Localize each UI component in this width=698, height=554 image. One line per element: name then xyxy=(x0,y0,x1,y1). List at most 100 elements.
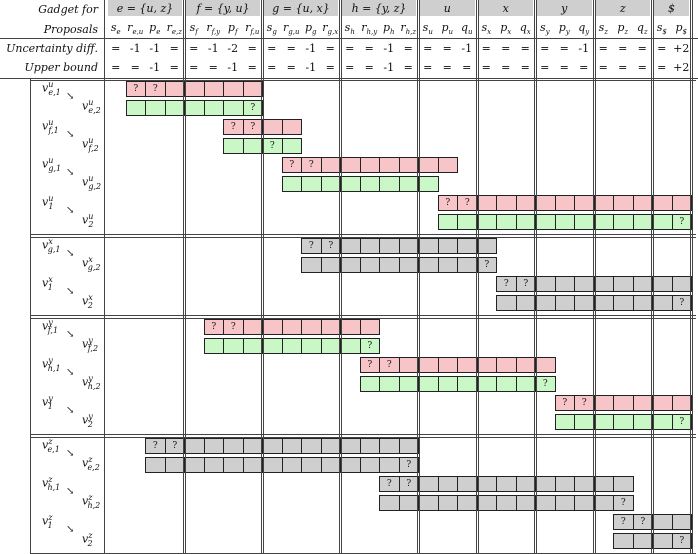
bar-bottom-cell xyxy=(496,214,517,230)
bar-bottom-cell xyxy=(125,100,146,116)
proposal-token: pf xyxy=(223,21,243,36)
bar-top-cell xyxy=(379,238,400,254)
bar-top-cell xyxy=(535,357,556,373)
bar-top-cell xyxy=(398,357,419,373)
group-header-band xyxy=(420,0,475,16)
bar-bottom-cell xyxy=(457,257,478,273)
bar-bottom-cell xyxy=(593,414,614,430)
bar-bottom-cell xyxy=(632,295,653,311)
group-divider xyxy=(417,0,418,553)
bar-top-cell: ? xyxy=(457,195,478,211)
proposal-letter: s xyxy=(539,21,546,34)
proposal-letter: q xyxy=(460,21,469,34)
bar-top-cell xyxy=(535,195,556,211)
bar-top-cell xyxy=(340,157,361,173)
upper-bound-value: = xyxy=(189,61,199,74)
bar-bottom-cell xyxy=(379,495,400,511)
vertex-label-top: vze,1 xyxy=(42,437,60,454)
uncertainty-value: = xyxy=(540,42,550,55)
bar-bottom-cell xyxy=(398,495,419,511)
section-border xyxy=(30,237,696,238)
vertex-sub: 1 xyxy=(47,282,53,292)
bar-top-cell xyxy=(574,476,595,492)
proposal-token: p$ xyxy=(672,21,692,36)
arrow-icon: ↘ xyxy=(66,367,75,378)
bar-bottom-cell xyxy=(281,457,302,473)
proposal-letter: s xyxy=(266,21,273,34)
proposal-letter: s xyxy=(189,21,196,34)
vertex-sup: u xyxy=(48,194,54,203)
upper-bound-value: = xyxy=(208,61,218,74)
uncertainty-value: -1 xyxy=(305,42,317,55)
proposal-subscript: h,y xyxy=(366,28,378,37)
bar-top-cell xyxy=(398,438,419,454)
group-header-band xyxy=(654,0,689,16)
bar-bottom-cell xyxy=(613,214,634,230)
bar-top-cell xyxy=(496,476,517,492)
uncertainty-value: = xyxy=(364,42,374,55)
vertex-sup: y xyxy=(88,336,93,345)
bar-bottom-cell xyxy=(164,100,185,116)
proposal-token: pe xyxy=(145,21,165,36)
upper-bound-value: = xyxy=(111,61,121,74)
vertex-sub: e,1 xyxy=(48,87,61,97)
upper-bound-value: -1 xyxy=(383,61,395,74)
bar-top-cell xyxy=(593,276,614,292)
upper-bound-value: = xyxy=(345,61,355,74)
uncertainty-value: = xyxy=(111,42,121,55)
vertex-sub: 2 xyxy=(87,300,93,310)
bar-bottom-cell xyxy=(359,176,380,192)
bar-bottom-cell xyxy=(476,214,497,230)
proposal-letter: s xyxy=(656,21,663,34)
vertex-base: v xyxy=(82,213,89,227)
proposal-letter: r xyxy=(283,21,289,34)
proposal-subscript: y xyxy=(565,28,570,37)
vertex-base: v xyxy=(42,395,49,409)
proposal-token: rh,y xyxy=(360,21,380,36)
vertex-sup: y xyxy=(88,412,93,421)
vertex-label-bottom: vyf,2 xyxy=(82,336,98,353)
bar-bottom-cell xyxy=(398,376,419,392)
bar-top-cell xyxy=(671,195,692,211)
bar-top-cell xyxy=(242,81,263,97)
vertex-base: v xyxy=(82,456,89,470)
uncertainty-value: = xyxy=(657,42,667,55)
vertex-base: v xyxy=(82,137,89,151)
vertex-sub: 1 xyxy=(47,401,53,411)
bar-bottom-cell xyxy=(554,295,575,311)
bar-top-cell xyxy=(340,238,361,254)
bar-top-cell xyxy=(613,395,634,411)
proposal-token: sf xyxy=(184,21,204,36)
group-header-label: y xyxy=(561,2,568,15)
bar-bottom-cell xyxy=(379,376,400,392)
bar-bottom-cell xyxy=(164,457,185,473)
bar-top-cell xyxy=(496,357,517,373)
upper-bound-value: = xyxy=(579,61,589,74)
proposal-letter: p xyxy=(500,21,508,34)
uncertainty-value: = xyxy=(345,42,355,55)
vertex-sub: g,2 xyxy=(87,262,101,272)
group-divider xyxy=(653,0,654,553)
bar-bottom-cell xyxy=(203,457,224,473)
bar-top-cell xyxy=(437,238,458,254)
bar-bottom-cell xyxy=(632,533,653,549)
bar-top-cell xyxy=(242,319,263,335)
bar-bottom-cell xyxy=(613,533,634,549)
bar-top-cell xyxy=(652,195,673,211)
bar-top-cell xyxy=(164,81,185,97)
bar-top-cell xyxy=(574,276,595,292)
bar-top-cell xyxy=(262,119,283,135)
vertex-label-bottom: vze,2 xyxy=(82,455,100,472)
bar-bottom-cell xyxy=(242,338,263,354)
bar-bottom-cell xyxy=(496,376,517,392)
vertex-sub: g,1 xyxy=(48,163,62,173)
vertex-base: v xyxy=(42,438,49,452)
proposal-subscript: z xyxy=(624,28,629,37)
vertex-sup: z xyxy=(88,455,93,464)
bar-top-cell xyxy=(418,357,439,373)
bar-top-cell: ? xyxy=(515,276,536,292)
bar-top-cell xyxy=(613,195,634,211)
bar-bottom-cell xyxy=(515,495,536,511)
proposal-token: sg xyxy=(262,21,282,36)
proposal-token: rg,u xyxy=(282,21,302,36)
